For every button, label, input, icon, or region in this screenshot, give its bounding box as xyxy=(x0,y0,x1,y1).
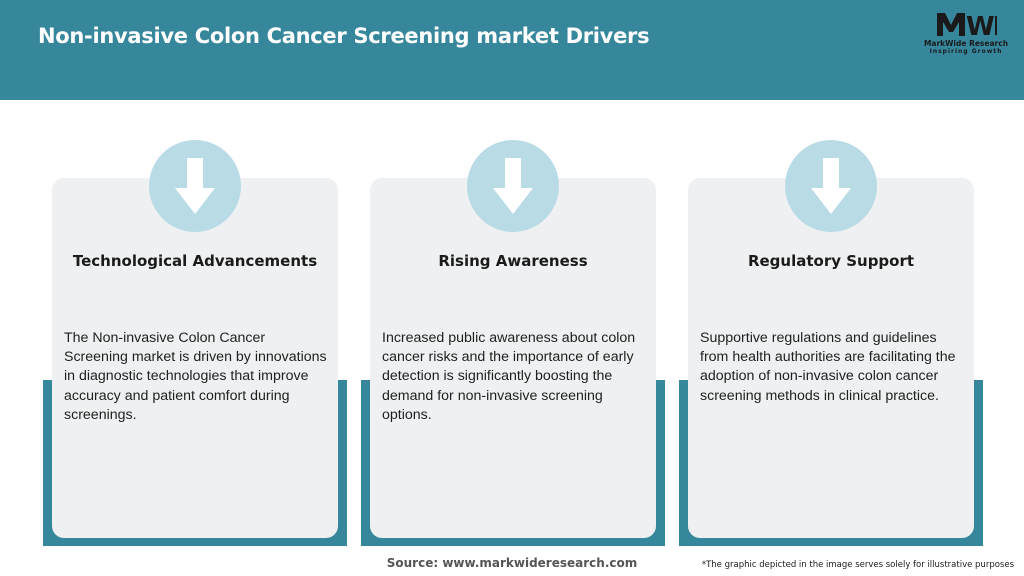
logo-name: MarkWide Research xyxy=(923,39,1009,48)
card-body: Regulatory Support Supportive regulation… xyxy=(688,140,974,538)
arrow-down-icon xyxy=(149,140,241,232)
card-heading: Technological Advancements xyxy=(72,252,318,270)
disclaimer: *The graphic depicted in the image serve… xyxy=(701,560,1014,570)
source-credit: Source: www.markwideresearch.com xyxy=(386,556,638,570)
driver-card-2: Rising Awareness Increased public awaren… xyxy=(361,140,674,546)
page-title: Non-invasive Colon Cancer Screening mark… xyxy=(38,24,650,48)
card-text: Increased public awareness about colon c… xyxy=(382,330,636,423)
driver-card-3: Regulatory Support Supportive regulation… xyxy=(679,140,992,546)
logo: WR MarkWide Research Inspiring Growth xyxy=(918,10,1014,60)
header-banner: Non-invasive Colon Cancer Screening mark… xyxy=(0,0,1024,100)
card-body: Rising Awareness Increased public awaren… xyxy=(370,140,656,538)
card-body: Technological Advancements The Non-invas… xyxy=(52,140,338,538)
logo-tagline: Inspiring Growth xyxy=(929,48,1003,55)
arrow-down-icon xyxy=(467,140,559,232)
mwr-logo-icon: WR xyxy=(937,12,997,38)
card-heading: Regulatory Support xyxy=(747,252,915,270)
arrow-down-icon xyxy=(785,140,877,232)
svg-text:WR: WR xyxy=(966,12,997,38)
card-text: The Non-invasive Colon Cancer Screening … xyxy=(64,330,327,423)
card-text: Supportive regulations and guidelines fr… xyxy=(700,330,956,404)
driver-card-1: Technological Advancements The Non-invas… xyxy=(43,140,356,546)
card-heading: Rising Awareness xyxy=(438,252,588,270)
